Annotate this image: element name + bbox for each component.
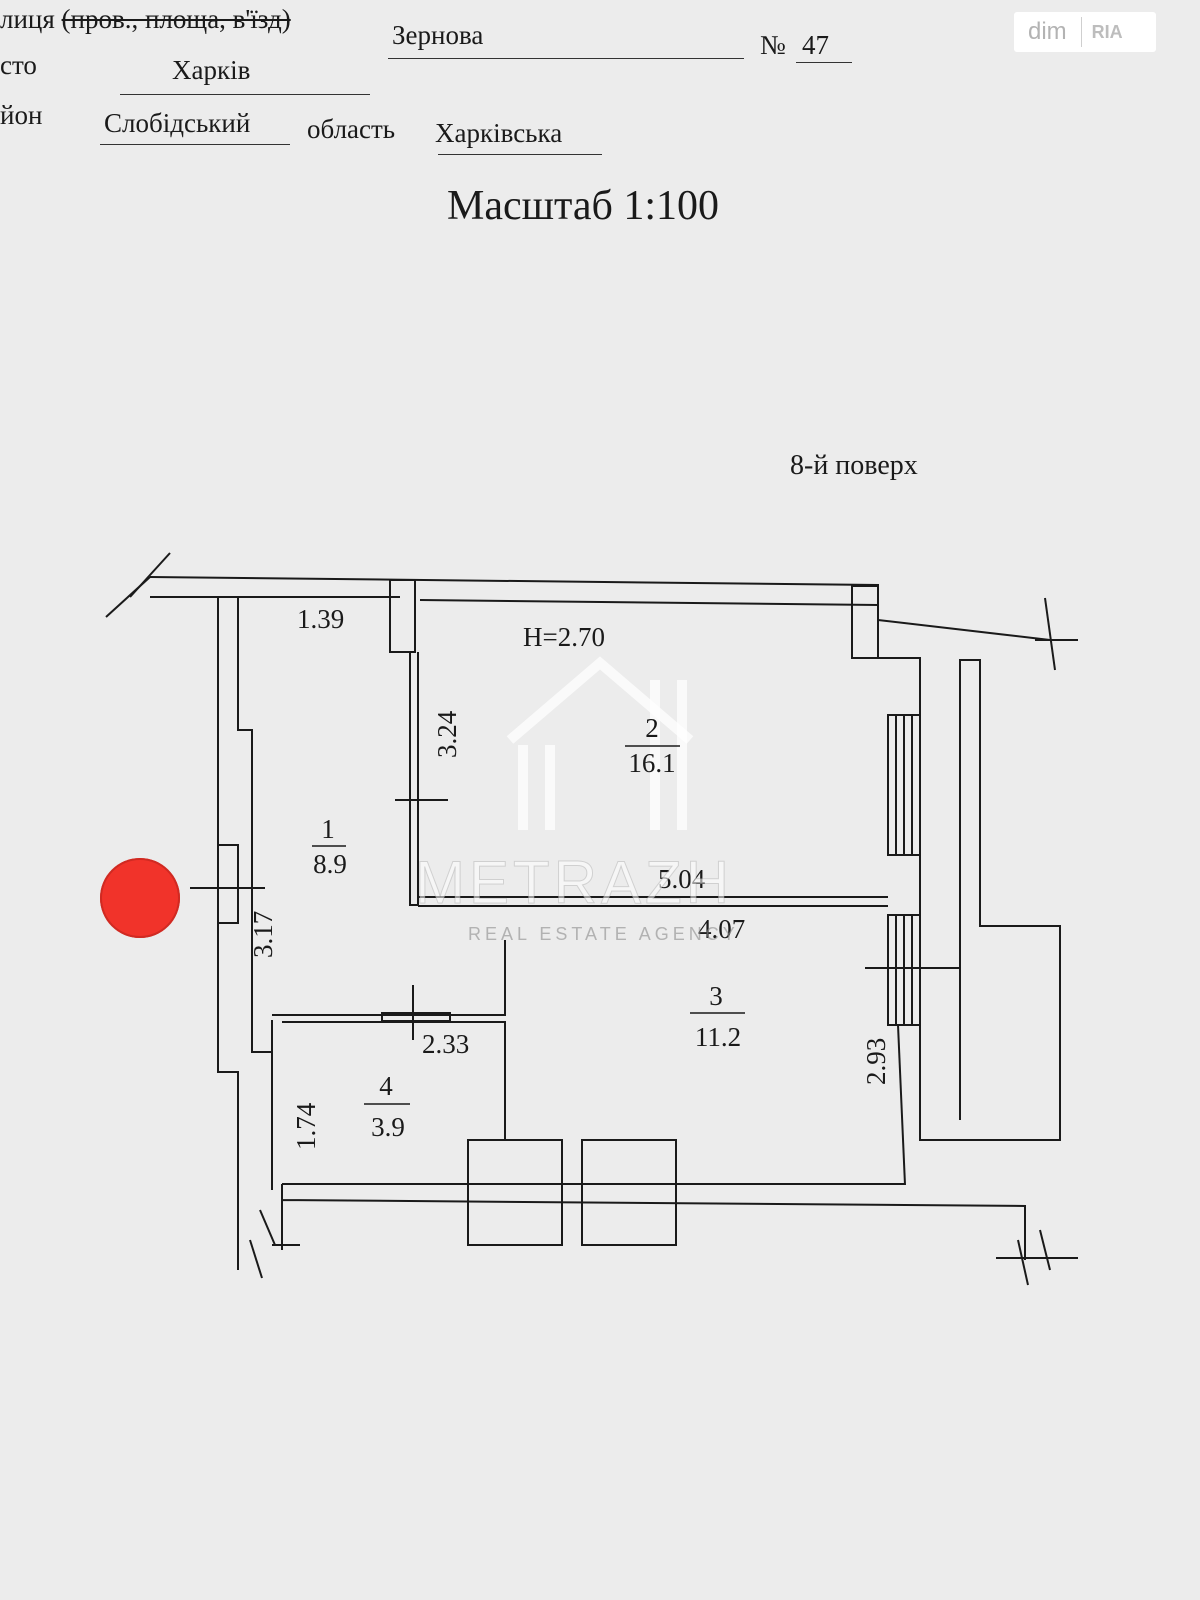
city-label: сто bbox=[0, 50, 37, 80]
dim-ria-badge: dim RIA bbox=[1014, 12, 1156, 52]
region-underline bbox=[438, 154, 602, 155]
street-underline bbox=[388, 58, 744, 59]
balcony-outline bbox=[877, 619, 1061, 1141]
street-label: лиця (пров., площа, в'їзд) bbox=[0, 4, 291, 35]
street-label-prefix: лиця bbox=[0, 4, 55, 34]
scale-title: Масштаб 1:100 bbox=[447, 183, 720, 229]
badge-dim-text: dim bbox=[1028, 18, 1067, 45]
right-column bbox=[851, 585, 879, 659]
street-label-struck: (пров., площа, в'їзд) bbox=[61, 4, 291, 34]
watermark-subtext: REAL ESTATE AGENCY bbox=[468, 924, 739, 944]
bottom-window-1 bbox=[467, 1139, 563, 1246]
watermark-text: METRAZH bbox=[415, 849, 733, 917]
city-value: Харків bbox=[172, 55, 251, 85]
dim-4-07: 4.07 bbox=[698, 914, 745, 944]
room-1-number: 1 bbox=[321, 814, 335, 844]
floor-label: 8-й поверх bbox=[790, 450, 918, 481]
room-2-number: 2 bbox=[645, 713, 659, 743]
city-underline bbox=[120, 94, 370, 95]
left-window bbox=[217, 844, 239, 924]
room-4-number: 4 bbox=[379, 1071, 393, 1101]
break-mark-top-right bbox=[1044, 597, 1056, 671]
bottom-wall bbox=[281, 1183, 1026, 1260]
break-mark-bottom-right bbox=[1017, 1239, 1029, 1286]
dim-2-33: 2.33 bbox=[422, 1029, 469, 1059]
dim-3-24: 3.24 bbox=[432, 710, 462, 758]
dim-1-74: 1.74 bbox=[291, 1102, 321, 1150]
region-value: Харківська bbox=[435, 118, 563, 148]
room-1-area: 8.9 bbox=[313, 849, 347, 879]
right-wall-room3 bbox=[897, 1024, 906, 1186]
number-value: 47 bbox=[802, 30, 829, 60]
district-underline bbox=[100, 144, 290, 145]
room-3-area: 11.2 bbox=[695, 1022, 741, 1052]
dim-2-93: 2.93 bbox=[861, 1038, 891, 1085]
bottom-window-2 bbox=[581, 1139, 677, 1246]
top-exterior-wall bbox=[149, 576, 879, 607]
room-2-area: 16.1 bbox=[628, 748, 675, 778]
number-label: № bbox=[760, 30, 786, 60]
district-value: Слобідський bbox=[104, 108, 251, 138]
number-underline bbox=[796, 62, 852, 63]
dim-1-39: 1.39 bbox=[297, 604, 344, 634]
region-label: область bbox=[307, 114, 396, 144]
left-wall bbox=[217, 597, 272, 1270]
watermark-house-icon bbox=[506, 656, 694, 830]
center-column bbox=[389, 579, 416, 653]
door-room-4 bbox=[381, 1012, 451, 1022]
partition-1-4 bbox=[271, 940, 506, 1190]
ceiling-height: H=2.70 bbox=[523, 622, 605, 652]
break-mark-bottom-left bbox=[249, 1239, 263, 1279]
room-3-number: 3 bbox=[709, 981, 723, 1011]
red-marker-dot bbox=[100, 858, 180, 938]
dim-5-04: 5.04 bbox=[658, 864, 706, 894]
ria-logo: RIA bbox=[1080, 17, 1123, 47]
break-mark-top-left-2 bbox=[105, 576, 151, 618]
street-value: Зернова bbox=[392, 20, 484, 50]
room-4-area: 3.9 bbox=[371, 1112, 405, 1142]
district-label: йон bbox=[0, 100, 43, 130]
partition-2-3 bbox=[418, 896, 888, 907]
partition-1-2 bbox=[409, 652, 419, 906]
dim-3-17: 3.17 bbox=[248, 911, 278, 958]
